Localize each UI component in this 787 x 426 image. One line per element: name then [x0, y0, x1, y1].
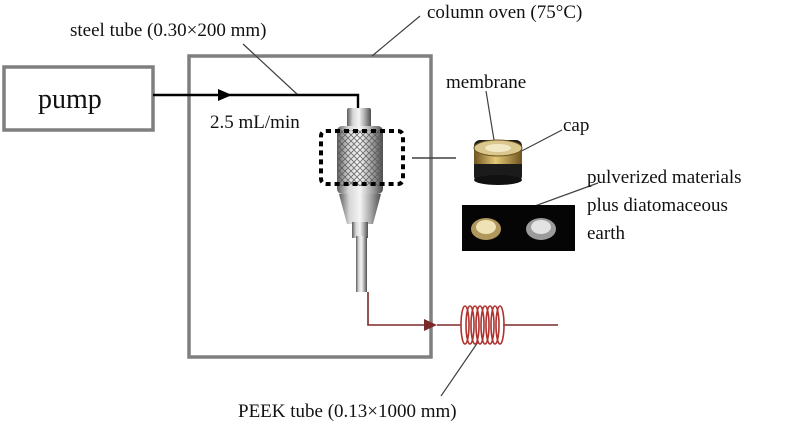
outlet-flow-line: [367, 292, 430, 326]
column-oven-label: column oven (75°C): [427, 2, 583, 23]
steel-tube-label: steel tube (0.30×200 mm): [70, 20, 267, 41]
sample-label-line3: earth: [587, 223, 625, 244]
membrane-leader: [485, 90, 495, 141]
peek-leader: [440, 341, 479, 397]
pump-label: pump: [38, 84, 102, 115]
oven-leader: [371, 15, 421, 57]
cap-label: cap: [563, 115, 590, 136]
outlet-arrow: [424, 319, 437, 331]
sample-caps-photo: [462, 205, 575, 251]
extraction-cell: [337, 108, 383, 292]
peek-coil: [460, 305, 505, 345]
steel-tube-leader: [242, 43, 299, 96]
pump-box: [2, 65, 155, 132]
membrane-label: membrane: [446, 72, 527, 93]
peek-tube-label: PEEK tube (0.13×1000 mm): [238, 401, 457, 422]
sample-label-line1: pulverized materials: [587, 167, 742, 188]
flow-rate-label: 2.5 mL/min: [210, 112, 300, 133]
membrane-cap-capsule: [473, 139, 523, 185]
sample-label-line2: plus diatomaceous: [587, 195, 728, 216]
dotted-highlight-box: [319, 129, 405, 186]
column-oven-box: [187, 54, 433, 359]
inlet-arrow: [218, 89, 232, 101]
